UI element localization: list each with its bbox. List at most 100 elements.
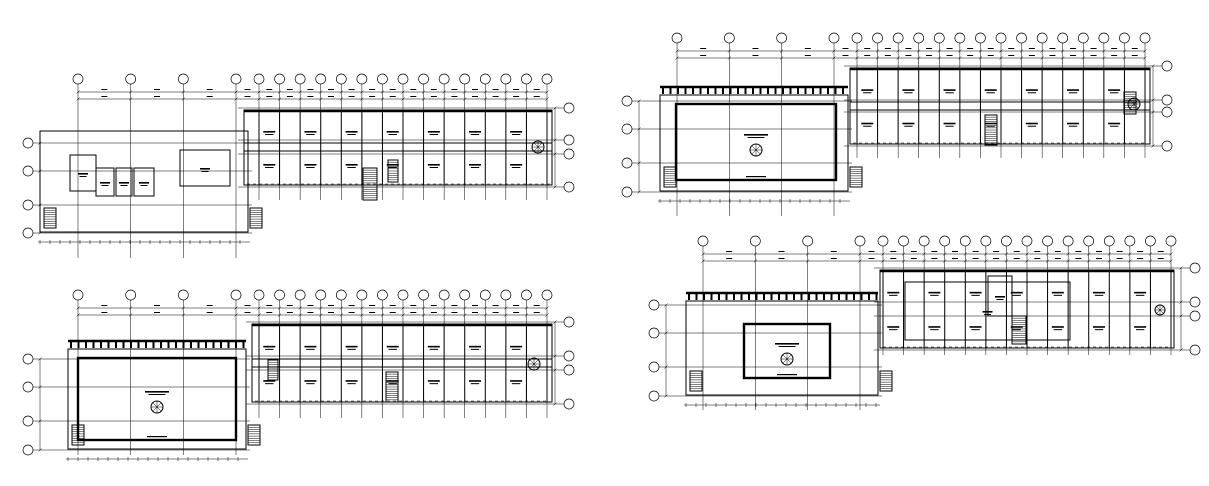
column-tag-circle — [294, 73, 306, 85]
column-tag-circle — [459, 289, 471, 301]
dimension-tick — [421, 97, 426, 101]
colonnade-post — [122, 340, 125, 348]
row-tag-left-circle — [22, 381, 34, 393]
dimension-tick — [1102, 56, 1106, 60]
room-label — [304, 380, 317, 382]
dimension-value — [1137, 251, 1144, 252]
dimension-value — [206, 312, 213, 313]
room-sublabel — [1135, 329, 1145, 331]
column-tag-circle — [1016, 32, 1027, 44]
colonnade-post — [755, 292, 758, 300]
dimension-value — [389, 89, 396, 90]
dimension-tick — [553, 185, 557, 189]
room-sublabel — [306, 383, 315, 385]
dimension-tick — [1151, 144, 1155, 148]
colonnade-post — [838, 292, 840, 300]
dimension-value — [307, 305, 314, 306]
room-label — [345, 131, 358, 133]
room-sublabel — [101, 185, 109, 186]
dimension-tick — [1148, 259, 1153, 263]
dimension-tick — [664, 394, 668, 398]
room-sublabel — [1068, 125, 1078, 127]
dimension-tick — [1148, 252, 1153, 256]
row-tag-right-circle — [563, 350, 575, 362]
colonnade-post — [737, 86, 739, 94]
room-sublabel — [889, 294, 898, 296]
dimension-tick — [553, 152, 557, 156]
dimension-tick — [128, 97, 133, 101]
room-sublabel — [388, 167, 397, 168]
dimension-tick — [855, 56, 859, 60]
column-tag-circle — [253, 73, 265, 85]
dimension-value — [700, 48, 707, 49]
dimension-tick — [234, 313, 238, 317]
dimension-tick — [401, 97, 405, 101]
dimension-tick — [1122, 49, 1127, 53]
room-sublabel — [778, 346, 796, 347]
column-tag-circle — [438, 73, 450, 85]
dimension-value — [842, 55, 849, 56]
fixture-spoke — [1156, 306, 1164, 314]
dimension-value — [492, 305, 499, 306]
dimension-value — [804, 55, 811, 56]
room-sublabel — [863, 125, 872, 127]
room-sublabel — [930, 329, 939, 331]
row-tag-left-circle — [22, 353, 34, 365]
row-tag-right-circle — [1189, 344, 1201, 356]
dimension-tick — [181, 306, 186, 310]
row-tag-right-circle — [1189, 296, 1201, 308]
dimension-value — [926, 55, 932, 56]
room-label — [1134, 291, 1147, 294]
room-sublabel — [1027, 92, 1037, 94]
dimension-tick — [234, 97, 238, 101]
room-sublabel — [1094, 329, 1104, 331]
dimension-tick — [524, 306, 529, 310]
dimension-tick — [858, 252, 862, 256]
dimension-value — [1013, 258, 1020, 259]
column-tag-circle — [418, 73, 429, 85]
dimension-value — [1028, 48, 1035, 49]
room-sublabel — [1135, 294, 1145, 296]
dimension-value — [1131, 55, 1138, 56]
dimension-value — [430, 96, 437, 97]
dimension-tick — [978, 49, 983, 53]
floor-plan-bottom-right — [648, 235, 1201, 410]
room-sublabel — [930, 294, 939, 296]
room-label — [510, 164, 523, 166]
column-tag-circle — [356, 73, 368, 85]
room-sublabel — [945, 92, 954, 94]
dimension-tick — [937, 49, 941, 53]
column-tag-circle — [1042, 235, 1053, 247]
dimension-value — [206, 89, 213, 90]
room-sublabel — [347, 134, 356, 135]
room-label — [304, 345, 317, 348]
dimension-tick — [779, 56, 784, 60]
dimension-value — [972, 251, 979, 252]
colonnade-post — [692, 86, 694, 94]
dimension-tick — [277, 90, 282, 94]
colonnade-post — [808, 292, 810, 300]
room-label — [1134, 326, 1147, 328]
small-room — [179, 149, 231, 187]
room-label — [427, 380, 440, 382]
dimension-tick — [1081, 49, 1085, 53]
room-label — [969, 291, 982, 294]
room-sublabel — [904, 125, 913, 127]
dimension-tick — [1061, 49, 1065, 53]
floor-plan-bottom-left — [22, 289, 575, 461]
dimension-tick — [483, 90, 487, 94]
column-tag-circle — [995, 32, 1007, 44]
room-sublabel — [470, 134, 480, 135]
dimension-tick — [1179, 348, 1183, 352]
room-label — [263, 131, 276, 133]
dimension-value — [952, 251, 958, 252]
room-sublabel — [306, 348, 315, 350]
dimension-value — [244, 312, 251, 313]
fixture-spoke — [1129, 99, 1139, 109]
dimension-value — [430, 89, 437, 90]
column-tag-circle — [541, 289, 553, 301]
column-tag-circle — [1098, 32, 1110, 44]
colonnade-post — [744, 86, 747, 94]
dimension-tick — [319, 90, 323, 94]
hall-caption — [777, 374, 797, 376]
